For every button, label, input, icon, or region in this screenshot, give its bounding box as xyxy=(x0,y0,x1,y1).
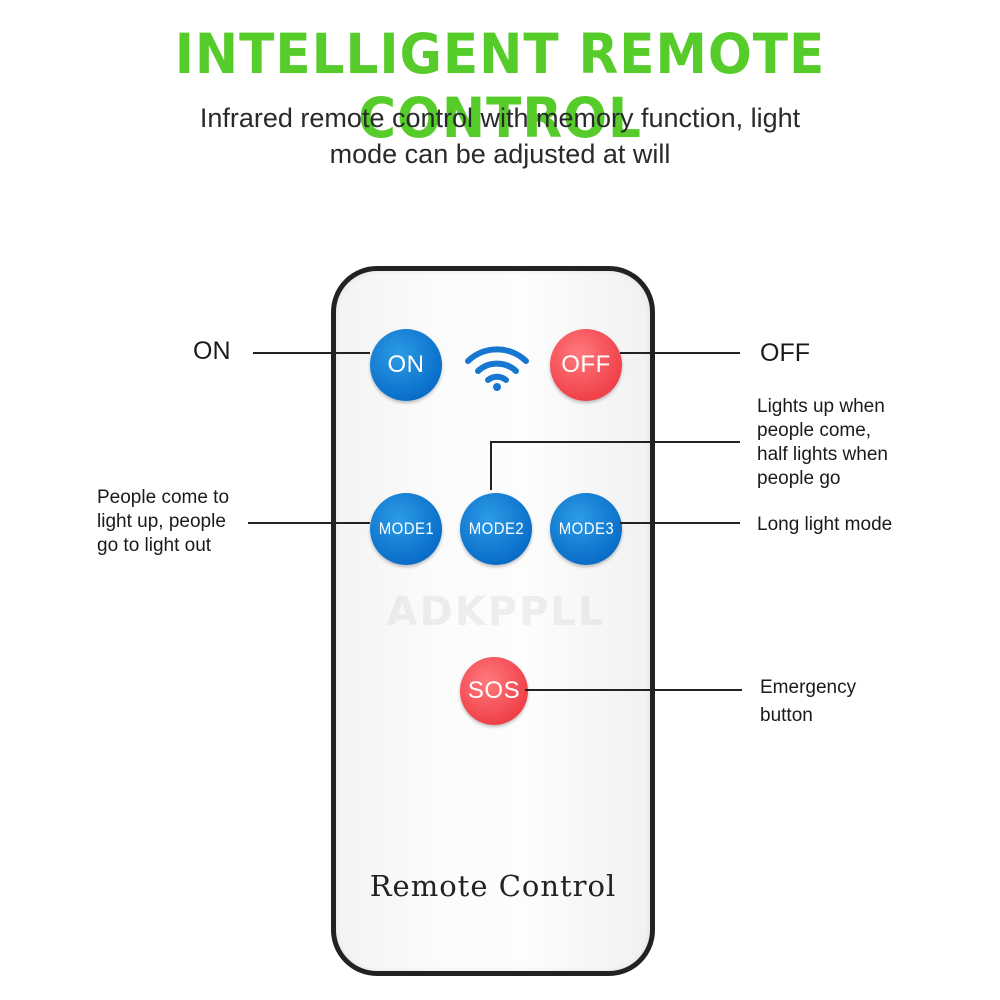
page-subtitle: Infrared remote control with memory func… xyxy=(100,100,900,172)
annotation-mode1: People come to light up, people go to li… xyxy=(97,486,229,558)
annotation-on: ON xyxy=(193,337,231,365)
remote-control: ADKPPLL ON OFF MODE1 MODE2 MODE3 SOS Rem… xyxy=(331,266,655,976)
annotation-off: OFF xyxy=(760,339,810,367)
mode2-button-label: MODE2 xyxy=(468,519,524,538)
annotation-mode2-line: people come, xyxy=(757,420,872,441)
mode3-button[interactable]: MODE3 xyxy=(550,493,622,565)
wifi-icon xyxy=(465,346,529,391)
off-button-label: OFF xyxy=(561,351,611,378)
subtitle-line-1: Infrared remote control with memory func… xyxy=(199,103,801,133)
sos-button[interactable]: SOS xyxy=(460,657,528,725)
annotation-sos: Emergency button xyxy=(760,674,856,730)
annotation-mode1-line: go to light out xyxy=(97,535,212,556)
sos-button-label: SOS xyxy=(467,677,521,704)
annotation-mode1-line: People come to xyxy=(97,487,230,508)
on-button-label: ON xyxy=(387,351,425,378)
annotation-mode2-line: Lights up when xyxy=(757,396,885,417)
remote-label: Remote Control xyxy=(369,869,617,903)
page-title: INTELLIGENT REMOTE CONTROL xyxy=(174,22,826,150)
annotation-sos-line: button xyxy=(760,705,813,726)
mode2-button[interactable]: MODE2 xyxy=(460,493,532,565)
annotation-mode2: Lights up when people come, half lights … xyxy=(757,395,888,491)
annotation-mode3: Long light mode xyxy=(757,514,893,535)
subtitle-line-2: mode can be adjusted at will xyxy=(329,139,671,169)
annotation-mode2-line: people go xyxy=(757,468,841,489)
mode1-button-label: MODE1 xyxy=(378,519,434,538)
annotation-mode2-line: half lights when xyxy=(757,444,888,465)
mode3-button-label: MODE3 xyxy=(558,519,614,538)
annotation-sos-line: Emergency xyxy=(760,677,857,698)
mode1-button[interactable]: MODE1 xyxy=(370,493,442,565)
on-button[interactable]: ON xyxy=(370,329,442,401)
watermark: ADKPPLL xyxy=(386,589,606,635)
annotation-mode1-line: light up, people xyxy=(97,511,226,532)
off-button[interactable]: OFF xyxy=(550,329,622,401)
